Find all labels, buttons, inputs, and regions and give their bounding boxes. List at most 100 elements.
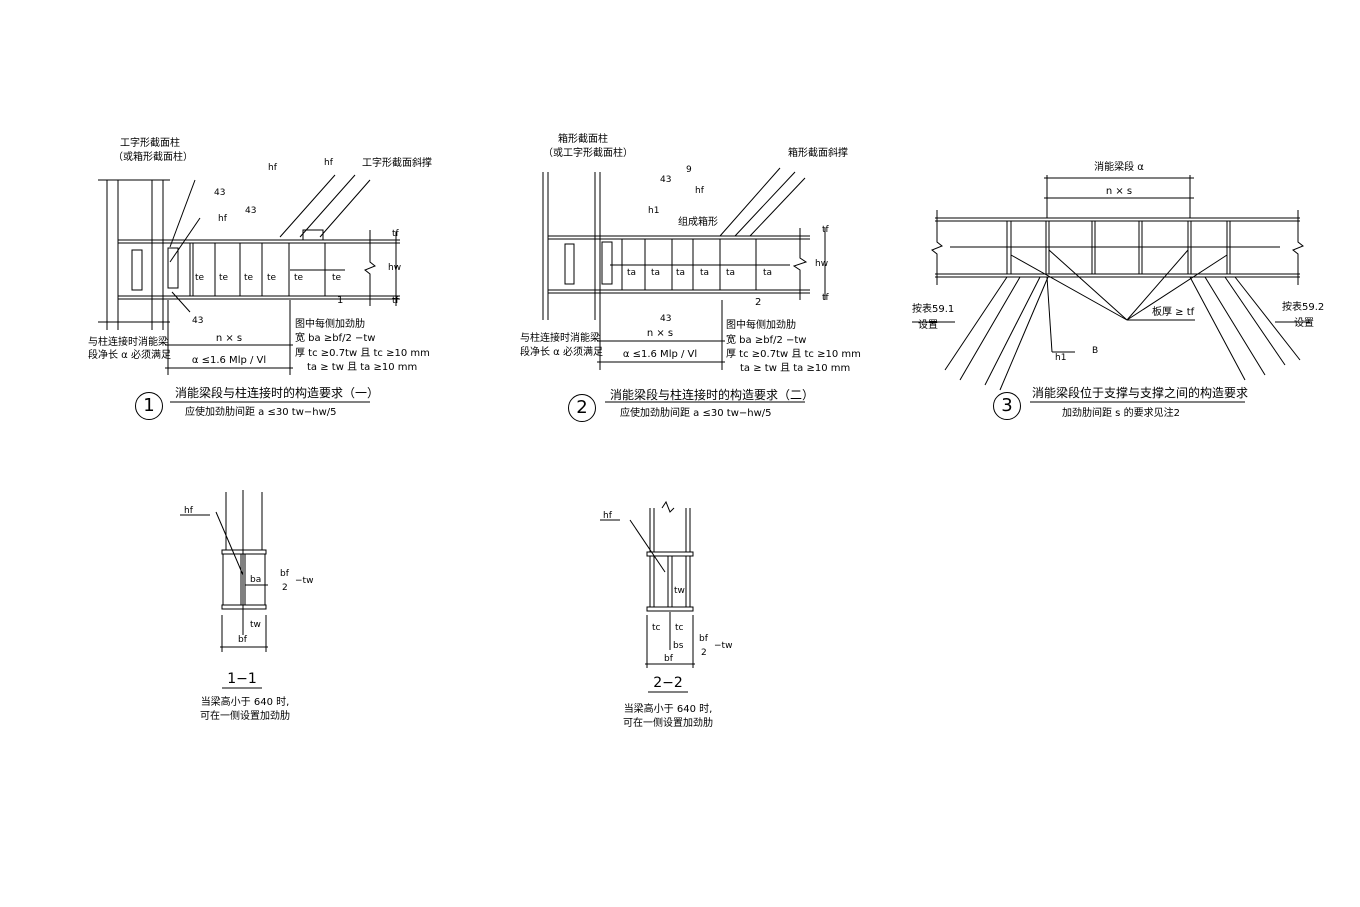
detail2-tf: tf bbox=[822, 293, 829, 303]
detail3-subtitle: 加劲肋间距 s 的要求见注2 bbox=[1062, 408, 1180, 419]
detail2-subtitle: 应使加劲肋间距 a ≤30 tw−hw/5 bbox=[620, 408, 772, 419]
detail2-stiffener-label: ta bbox=[651, 268, 661, 278]
section11-note-1: 当梁高小于 640 时, bbox=[200, 697, 290, 708]
detail2-box-label: 组成箱形 bbox=[678, 217, 718, 228]
detail2-section-mark: 2 bbox=[755, 297, 762, 308]
detail2-tf: tf bbox=[822, 225, 829, 235]
detail2-hf: hf bbox=[695, 186, 704, 196]
detail1-stiffener-label: te bbox=[219, 273, 229, 283]
detail1-hf: hf bbox=[218, 214, 227, 224]
detail1-hf: hf bbox=[324, 158, 333, 168]
detail2-hw: hw bbox=[815, 259, 829, 269]
detail2-weld-ref-9: 9 bbox=[686, 165, 692, 175]
detail3-weld-ref: B bbox=[1092, 346, 1099, 356]
section11-title: 1−1 bbox=[227, 671, 257, 687]
detail1-tf: tf bbox=[392, 229, 399, 239]
section22-title: 2−2 bbox=[653, 675, 683, 691]
section11-linework bbox=[180, 490, 268, 689]
detail3-left-note-1: 按表59.1 bbox=[912, 304, 955, 315]
detail2-column-label-alt: （或工字形截面柱） bbox=[543, 148, 633, 159]
section11-ba-rule-den: 2 bbox=[282, 583, 288, 593]
detail3-linework bbox=[912, 175, 1310, 403]
detail3-title: 消能梁段位于支撑与支撑之间的构造要求 bbox=[1032, 386, 1249, 400]
section22-note-2: 可在一侧设置加劲肋 bbox=[623, 718, 713, 729]
detail2-dim-nxs: n × s bbox=[646, 328, 674, 339]
detail2-note-3: 厚 tc ≥0.7tw 且 tc ≥10 mm bbox=[726, 349, 861, 360]
detail2-length-note-2: 段净长 α 必须满足 bbox=[520, 347, 603, 358]
detail1-weld-ref: 43 bbox=[245, 206, 257, 216]
detail1-stiffener-label: te bbox=[332, 273, 342, 283]
section22-ba-rule-tail: −tw bbox=[714, 641, 733, 651]
section22-ba-rule-num: bf bbox=[699, 634, 708, 644]
section22-tw: tw bbox=[674, 586, 685, 596]
detail1-stiffener-label: te bbox=[195, 273, 205, 283]
detail1-hw: hw bbox=[388, 263, 402, 273]
detail1-stiffener-label: te bbox=[294, 273, 304, 283]
detail1-length-note-2: 段净长 α 必须满足 bbox=[88, 350, 171, 361]
detail2-stiffener-label: ta bbox=[726, 268, 736, 278]
detail1-dim-a: α ≤1.6 Mlp / Vl bbox=[191, 355, 267, 366]
detail3-dim-nxs: n × s bbox=[1105, 186, 1133, 197]
detail1-weld-ref: 43 bbox=[192, 316, 204, 326]
detail1-hf: hf bbox=[268, 163, 277, 173]
section22-bs: bs bbox=[673, 641, 684, 651]
section11-tw: tw bbox=[250, 620, 261, 630]
detail1-number: 1 bbox=[135, 392, 163, 420]
detail2-note-4: ta ≥ tw 且 ta ≥10 mm bbox=[740, 363, 851, 374]
detail1-column-label: 工字形截面柱 bbox=[120, 138, 180, 149]
detail1-note-2: 宽 ba ≥bf/2 −tw bbox=[295, 333, 376, 344]
detail2-brace-label: 箱形截面斜撑 bbox=[788, 148, 848, 159]
detail2-note-2: 宽 ba ≥bf/2 −tw bbox=[726, 335, 807, 346]
section11-hf: hf bbox=[184, 506, 193, 516]
section22-tc-right: tc bbox=[675, 623, 684, 633]
detail2-stiffener-label: ta bbox=[627, 268, 637, 278]
detail1-note-1: 图中每侧加劲肋 bbox=[295, 319, 365, 330]
section11-note-2: 可在一侧设置加劲肋 bbox=[200, 711, 290, 722]
section22-bf: bf bbox=[664, 654, 673, 664]
detail1-section-mark: 1 bbox=[337, 295, 344, 306]
detail2-dim-a: α ≤1.6 Mlp / Vl bbox=[622, 349, 698, 360]
detail2-note-1: 图中每侧加劲肋 bbox=[726, 320, 796, 331]
detail1-column-label-alt: （或箱形截面柱） bbox=[113, 152, 193, 163]
detail2-linework bbox=[542, 167, 826, 403]
detail1-linework bbox=[98, 174, 400, 403]
section22-hf: hf bbox=[603, 511, 612, 521]
detail1-title: 消能梁段与柱连接时的构造要求（一） bbox=[175, 386, 380, 400]
detail1-stiffener-label: te bbox=[244, 273, 254, 283]
detail3-right-note-1: 按表59.2 bbox=[1282, 302, 1325, 313]
detail2-column-label: 箱形截面柱 bbox=[558, 134, 608, 145]
detail1-brace-label: 工字形截面斜撑 bbox=[362, 158, 432, 169]
detail1-note-3: 厚 tc ≥0.7tw 且 tc ≥10 mm bbox=[295, 348, 430, 359]
detail2-stiffener-label: ta bbox=[676, 268, 686, 278]
detail2-title: 消能梁段与柱连接时的构造要求（二） bbox=[610, 388, 815, 402]
section11-bf: bf bbox=[238, 635, 247, 645]
detail1-length-note-1: 与柱连接时消能梁 bbox=[88, 337, 168, 348]
detail2-h1: h1 bbox=[648, 206, 660, 216]
detail2-stiffener-label: ta bbox=[763, 268, 773, 278]
detail1-weld-ref: 43 bbox=[214, 188, 226, 198]
section22-note-1: 当梁高小于 640 时, bbox=[623, 704, 713, 715]
detail1-note-4: ta ≥ tw 且 ta ≥10 mm bbox=[307, 362, 418, 373]
detail1-tf: tf bbox=[392, 296, 399, 306]
section11-ba-rule-num: bf bbox=[280, 569, 289, 579]
section22-ba-rule-den: 2 bbox=[701, 648, 707, 658]
detail3-number: 3 bbox=[993, 392, 1021, 420]
detail2-number: 2 bbox=[568, 394, 596, 422]
detail3-plate-note: 板厚 ≥ tf bbox=[1152, 307, 1195, 318]
detail3-left-note-2: 设置 bbox=[918, 320, 938, 331]
detail2-weld-ref: 43 bbox=[660, 175, 672, 185]
detail3-right-note-2: 设置 bbox=[1294, 318, 1314, 329]
section11-ba-rule-tail: −tw bbox=[295, 576, 314, 586]
detail1-dim-nxs: n × s bbox=[215, 333, 243, 344]
section22-linework bbox=[600, 500, 695, 693]
detail3-dim-link: 消能梁段 α bbox=[1094, 162, 1144, 173]
section22-tc-left: tc bbox=[652, 623, 661, 633]
detail1-subtitle: 应使加劲肋间距 a ≤30 tw−hw/5 bbox=[185, 407, 337, 418]
detail3-weld: h1 bbox=[1055, 353, 1067, 363]
detail2-weld-ref: 43 bbox=[660, 314, 672, 324]
section11-ba: ba bbox=[250, 575, 262, 585]
detail1-stiffener-label: te bbox=[267, 273, 277, 283]
detail2-length-note-1: 与柱连接时消能梁 bbox=[520, 333, 600, 344]
